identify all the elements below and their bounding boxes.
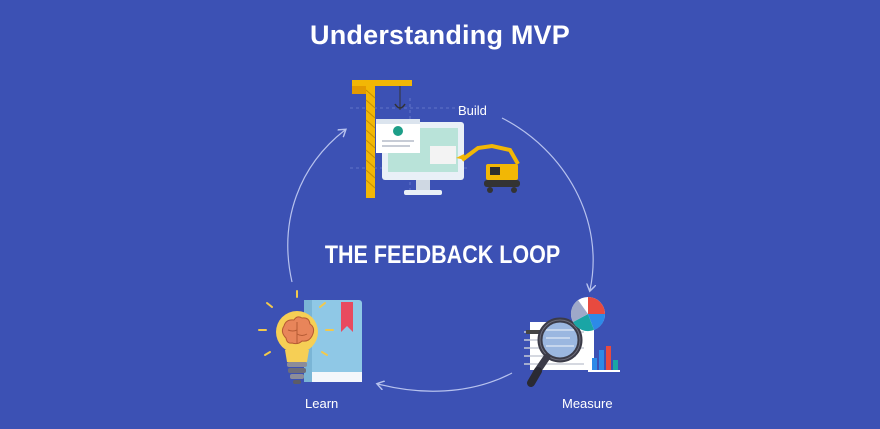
arrow-learn-to-build: [287, 130, 345, 283]
arrow-measure-to-learn: [378, 372, 513, 392]
learn-illustration-icon: [258, 290, 362, 384]
page-title: Understanding MVP: [310, 20, 570, 50]
measure-label: Measure: [562, 396, 613, 411]
feedback-loop-label: THE FEEDBACK LOOP: [324, 241, 561, 269]
build-label: Build: [458, 103, 487, 118]
arrow-build-to-measure: [501, 117, 593, 290]
build-illustration-icon: [350, 80, 520, 198]
measure-illustration-icon: [524, 297, 620, 387]
learn-label: Learn: [305, 396, 339, 411]
